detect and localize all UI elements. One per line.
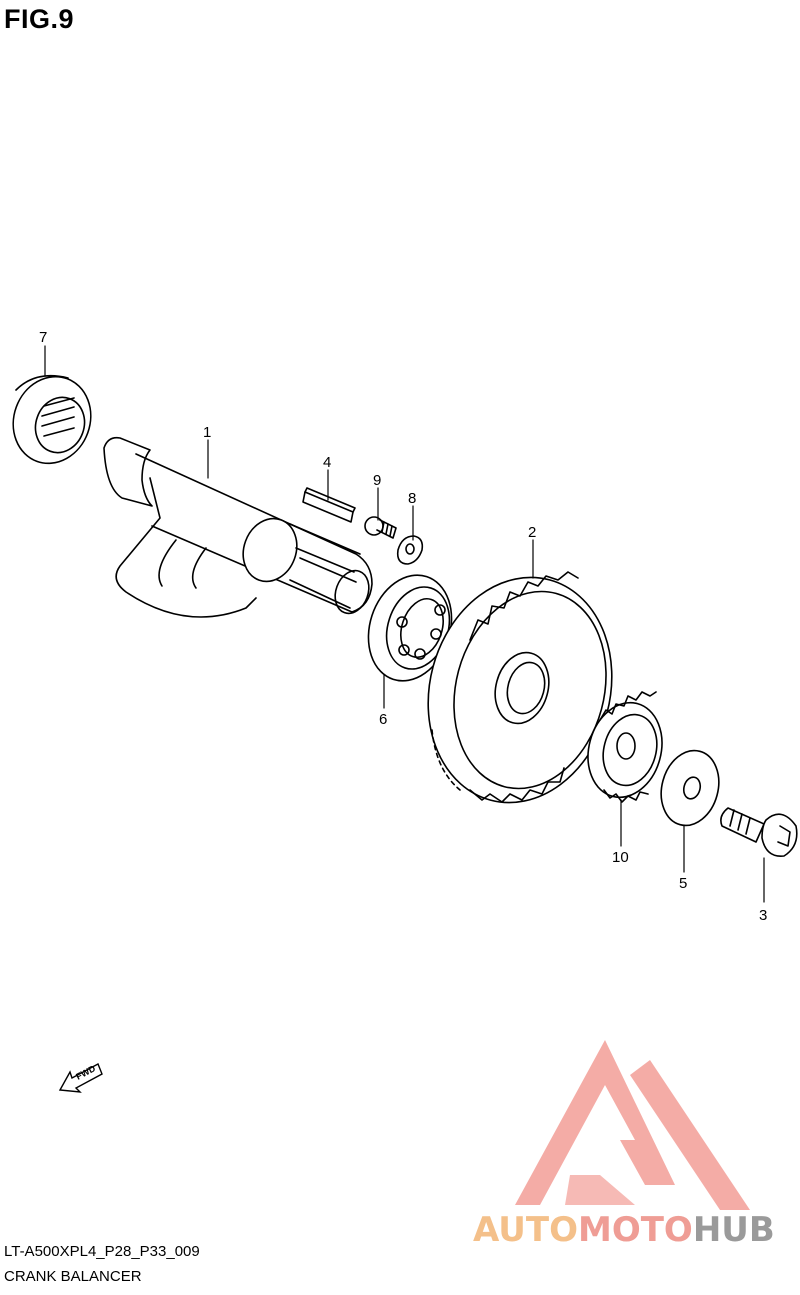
callout-10: 10 (612, 849, 629, 866)
callout-labels: 7 1 4 9 8 2 6 10 5 3 (39, 329, 767, 924)
watermark-moto: MOTO (577, 1210, 693, 1250)
part-4-key (302, 487, 356, 523)
fwd-arrow-icon: FWD (58, 1063, 103, 1093)
part-10-drive-gear (587, 691, 663, 803)
part-9-screw (364, 516, 397, 539)
watermark-wordmark: AUTOMOTOHUB (473, 1210, 775, 1250)
watermark-auto: AUTO (473, 1210, 578, 1250)
part-5-washer (660, 749, 720, 827)
watermark-logo-icon (515, 1040, 750, 1210)
part-3-flange-bolt (720, 807, 798, 857)
callout-1: 1 (203, 424, 211, 441)
part-8-lock-washer (396, 535, 424, 565)
callout-8: 8 (408, 490, 416, 507)
callout-3: 3 (759, 907, 767, 924)
leader-lines (44, 345, 765, 903)
callout-4: 4 (323, 454, 331, 471)
callout-6: 6 (379, 711, 387, 728)
callout-5: 5 (679, 875, 687, 892)
callout-7: 7 (39, 329, 47, 346)
diagram-code: LT-A500XPL4_P28_P33_009 (4, 1243, 200, 1260)
callout-2: 2 (528, 524, 536, 541)
part-2-driven-gear (427, 571, 613, 804)
callout-9: 9 (373, 472, 381, 489)
part-1-balancer-shaft (103, 436, 373, 618)
watermark-hub: HUB (692, 1210, 775, 1250)
part-7-needle-bearing (12, 374, 92, 465)
figure-title: FIG.9 (4, 4, 75, 34)
diagram-description: CRANK BALANCER (4, 1268, 142, 1285)
